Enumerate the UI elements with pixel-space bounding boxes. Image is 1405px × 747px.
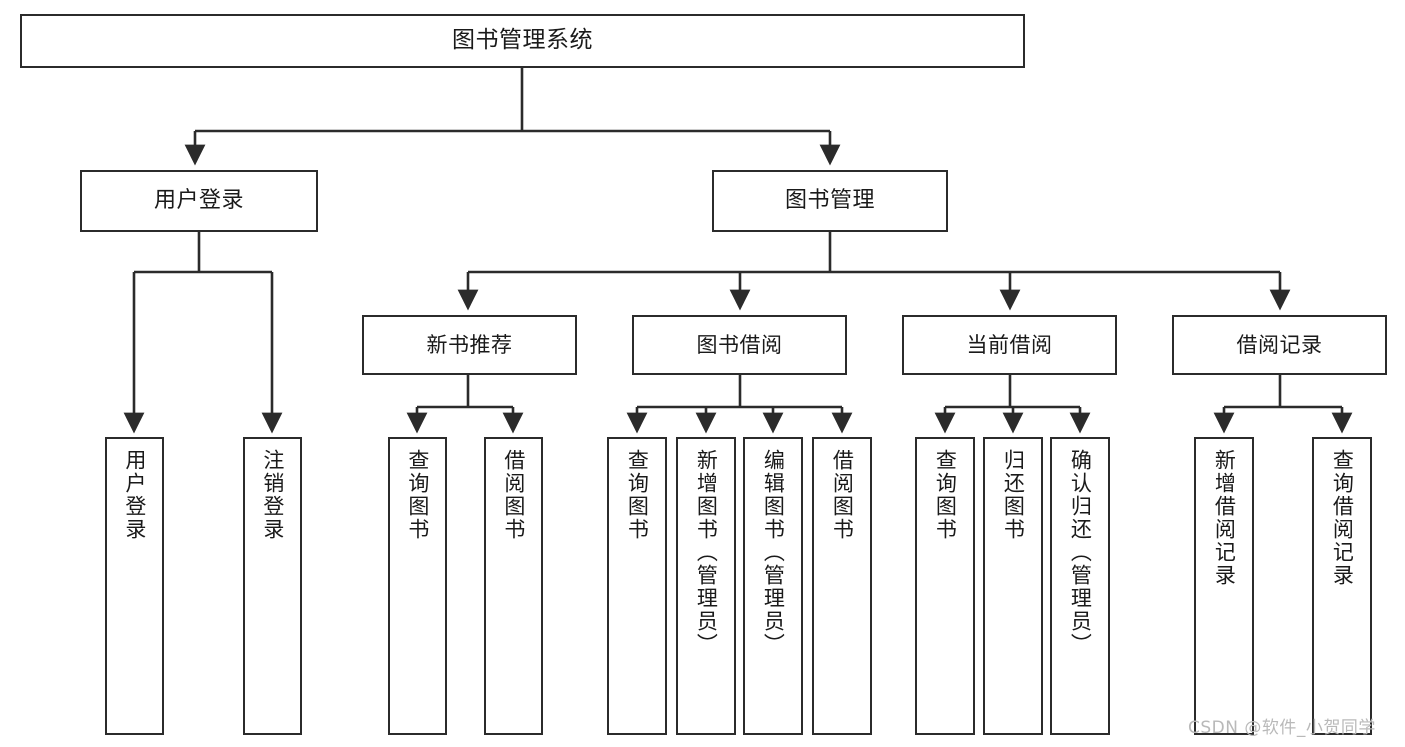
node-label: 归还图书 <box>1001 449 1026 541</box>
leaf-confirm-return-admin[interactable]: 确认归还（管理员） <box>1050 437 1110 735</box>
node-label: 注销登录 <box>260 449 285 541</box>
node-label: 查询图书 <box>625 449 650 541</box>
node-label: 查询图书 <box>933 449 958 541</box>
node-label: 当前借阅 <box>966 332 1053 357</box>
node-book-management[interactable]: 图书管理 <box>712 170 948 232</box>
leaf-borrow-book[interactable]: 借阅图书 <box>812 437 872 735</box>
leaf-add-book-admin[interactable]: 新增图书（管理员） <box>676 437 736 735</box>
node-label: 新书推荐 <box>426 332 513 357</box>
node-label: 借阅图书 <box>501 449 526 541</box>
leaf-user-login[interactable]: 用户登录 <box>105 437 164 735</box>
leaf-add-borrow-record[interactable]: 新增借阅记录 <box>1194 437 1254 735</box>
node-label: 图书管理系统 <box>452 27 593 54</box>
node-label: 确认归还（管理员） <box>1068 449 1093 656</box>
leaf-query-book-borrow[interactable]: 查询图书 <box>607 437 667 735</box>
node-label: 图书借阅 <box>696 332 783 357</box>
leaf-query-book-recommend[interactable]: 查询图书 <box>388 437 447 735</box>
node-label: 借阅图书 <box>830 449 855 541</box>
node-label: 新增借阅记录 <box>1212 449 1237 587</box>
node-label: 新增图书（管理员） <box>694 449 719 656</box>
node-new-book-recommend[interactable]: 新书推荐 <box>362 315 577 375</box>
node-borrow-records[interactable]: 借阅记录 <box>1172 315 1387 375</box>
leaf-borrow-book-recommend[interactable]: 借阅图书 <box>484 437 543 735</box>
leaf-query-borrow-record[interactable]: 查询借阅记录 <box>1312 437 1372 735</box>
node-root-system[interactable]: 图书管理系统 <box>20 14 1025 68</box>
node-user-login[interactable]: 用户登录 <box>80 170 318 232</box>
node-label: 借阅记录 <box>1236 332 1323 357</box>
node-current-borrow[interactable]: 当前借阅 <box>902 315 1117 375</box>
leaf-logout[interactable]: 注销登录 <box>243 437 302 735</box>
node-label: 图书管理 <box>784 188 875 214</box>
node-label: 用户登录 <box>153 188 244 214</box>
csdn-watermark: CSDN @软件_小贺同学 <box>1188 718 1376 738</box>
node-label: 查询图书 <box>405 449 430 541</box>
leaf-query-book-current[interactable]: 查询图书 <box>915 437 975 735</box>
node-label: 用户登录 <box>122 449 147 541</box>
node-label: 编辑图书（管理员） <box>761 449 786 656</box>
leaf-edit-book-admin[interactable]: 编辑图书（管理员） <box>743 437 803 735</box>
leaf-return-book[interactable]: 归还图书 <box>983 437 1043 735</box>
node-label: 查询借阅记录 <box>1330 449 1355 587</box>
node-book-borrow[interactable]: 图书借阅 <box>632 315 847 375</box>
